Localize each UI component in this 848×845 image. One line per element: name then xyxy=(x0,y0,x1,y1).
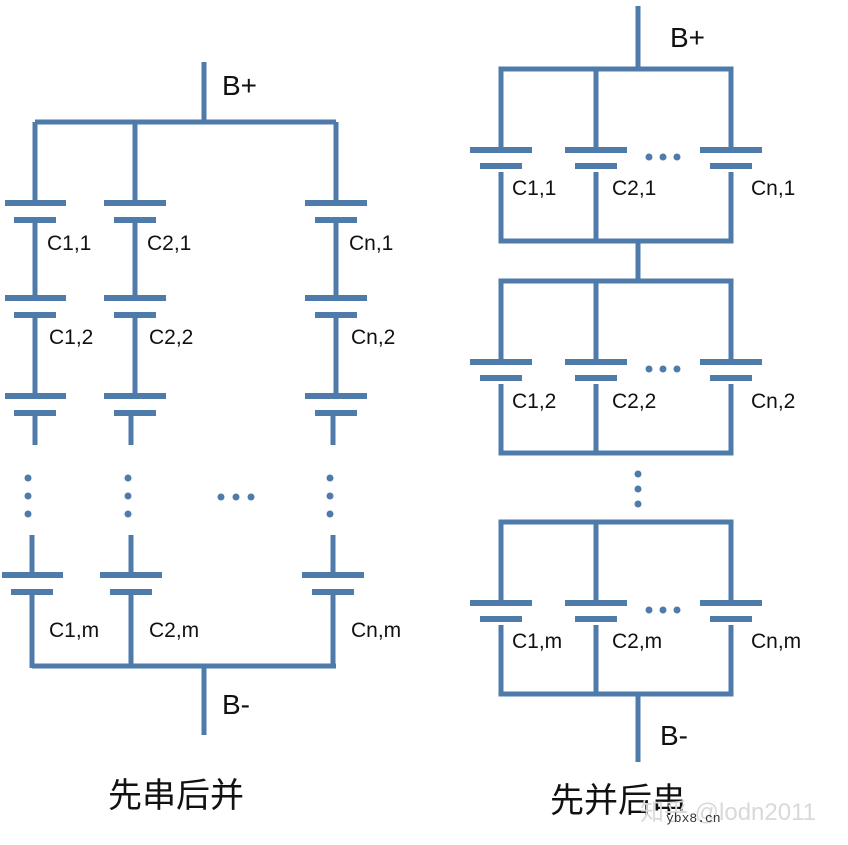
cell-label: C1,2 xyxy=(512,390,556,413)
right-positive-terminal-label: B+ xyxy=(670,22,705,53)
vertical-ellipsis-dot xyxy=(24,474,32,482)
cell-label: Cn,1 xyxy=(751,177,795,200)
left-negative-terminal-label: B- xyxy=(222,689,250,720)
cell-label: C1,2 xyxy=(49,326,93,349)
parallel-group-1 xyxy=(470,66,762,244)
right-diagram-title: 先并后串 xyxy=(550,781,686,821)
cell-label: Cn,m xyxy=(351,619,401,642)
cell-label: Cn,1 xyxy=(349,232,393,255)
watermark-site: ybx8.cn xyxy=(666,811,721,826)
cell-label: C1,m xyxy=(512,630,562,653)
left-string-1 xyxy=(2,122,66,668)
watermark-text: 知乎 @lodn2011 xyxy=(640,799,816,826)
left-string-n xyxy=(302,122,367,668)
cell-label: Cn,m xyxy=(751,630,801,653)
parallel-group-m xyxy=(470,519,762,697)
cell-label: C2,1 xyxy=(147,232,191,255)
cell-label: C2,1 xyxy=(612,177,656,200)
right-circuit: B+ B- C1,1 C2,1 Cn,1 C1,2 C2,2 Cn,2 C1,m… xyxy=(470,6,801,821)
cell-label: C2,m xyxy=(149,619,199,642)
cell-label: C1,m xyxy=(49,619,99,642)
left-positive-terminal-label: B+ xyxy=(222,70,257,101)
cell-label: Cn,2 xyxy=(351,326,395,349)
cell-label: Cn,2 xyxy=(751,390,795,413)
left-string-2 xyxy=(100,122,166,668)
cell-label: C1,1 xyxy=(47,232,91,255)
cell-label: C2,m xyxy=(612,630,662,653)
right-negative-terminal-label: B- xyxy=(660,720,688,751)
parallel-group-2 xyxy=(470,278,762,456)
cell-label: C2,2 xyxy=(612,390,656,413)
cell-label: C1,1 xyxy=(512,177,556,200)
cell-label: C2,2 xyxy=(149,326,193,349)
horizontal-ellipsis-icon xyxy=(217,493,225,501)
left-diagram-title: 先串后并 xyxy=(108,776,244,816)
left-circuit: B+ B- C1,1 C2,1 Cn,1 C1,2 C2,2 Cn,2 C1,m… xyxy=(2,62,401,816)
